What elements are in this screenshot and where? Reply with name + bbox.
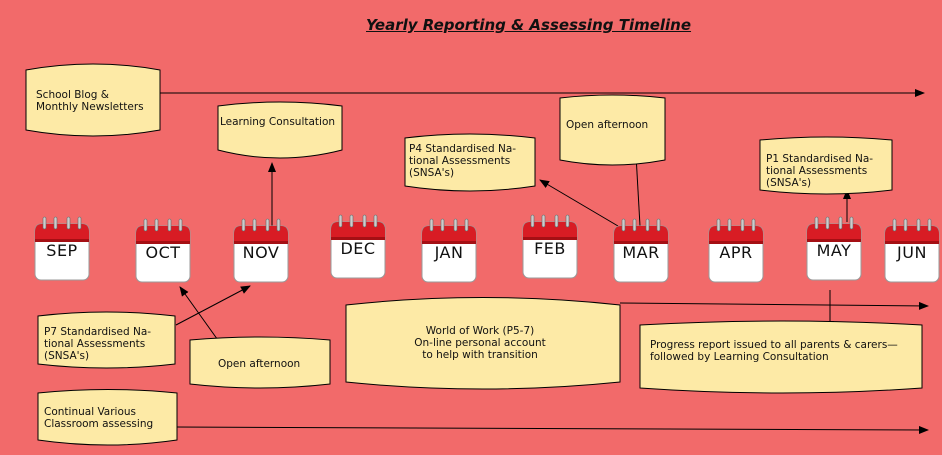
calendar-icon	[613, 218, 669, 283]
calendar-icon	[884, 218, 940, 283]
p4-note-shape	[404, 133, 536, 192]
calendar-month-label: MAY	[816, 241, 852, 260]
open-afternoon-oct-shape	[189, 336, 331, 389]
calendar-month-label: JAN	[434, 243, 464, 262]
classroom-note-shape	[37, 389, 178, 446]
open-afternoon-mar-note: Open afternoon	[566, 119, 649, 131]
mar-to-open-afternoon-arrow	[632, 154, 641, 227]
calendar-nov: NOV	[233, 218, 289, 283]
open-afternoon-mar-shape	[559, 94, 666, 166]
blog-note-shape	[25, 63, 161, 137]
calendar-apr: APR	[708, 218, 764, 283]
p7-note-shape	[37, 311, 176, 369]
p1-assessment-note: P1 Standardised Na- tional Assessments (…	[766, 153, 874, 189]
calendar-icon	[806, 216, 862, 281]
calendar-month-label: SEP	[46, 241, 78, 260]
calendar-dec: DEC	[330, 214, 386, 279]
calendar-month-label: MAR	[622, 243, 660, 262]
calendar-month-label: APR	[719, 243, 753, 262]
calendar-feb: FEB	[522, 214, 578, 279]
calendar-icon	[421, 218, 477, 283]
p1-note-shape	[759, 136, 893, 195]
calendar-month-label: FEB	[534, 239, 566, 258]
world-of-work-arrow	[619, 301, 929, 310]
classroom-arrow	[174, 425, 929, 434]
progress-report-note: Progress report issued to all parents & …	[650, 339, 898, 363]
calendar-month-label: JUN	[897, 243, 927, 262]
open-afternoon-to-oct-arrow	[179, 286, 221, 344]
progress-report-shape	[639, 320, 923, 394]
p4-assessment-note: P4 Standardised Na- tional Assessments (…	[409, 143, 517, 179]
calendar-icon	[708, 218, 764, 283]
calendar-jan: JAN	[421, 218, 477, 283]
calendar-month-label: DEC	[340, 239, 376, 258]
learning-consultation-note: Learning Consultation	[220, 116, 336, 128]
calendar-month-label: OCT	[145, 243, 181, 262]
calendar-month-label: NOV	[242, 243, 280, 262]
page-title: Yearly Reporting & Assessing Timeline	[366, 16, 692, 34]
classroom-assessing-note: Continual Various Classroom assessing	[44, 406, 154, 430]
calendar-jun: JUN	[884, 218, 940, 283]
open-afternoon-oct-note: Open afternoon	[218, 358, 301, 370]
blog-note: School Blog & Monthly Newsletters	[36, 89, 144, 113]
calendar-icon	[135, 218, 191, 283]
calendar-sep: SEP	[34, 216, 90, 281]
world-of-work-shape	[345, 297, 621, 390]
p7-assessment-note: P7 Standardised Na- tional Assessments (…	[44, 326, 152, 362]
calendar-icon	[522, 214, 578, 279]
mar-to-p4-arrow	[539, 179, 619, 227]
calendar-oct: OCT	[135, 218, 191, 283]
learning-note-shape	[217, 101, 343, 159]
p7-to-nov-arrow	[175, 285, 251, 326]
calendar-icon	[34, 216, 90, 281]
calendar-mar: MAR	[613, 218, 669, 283]
calendar-icon	[330, 214, 386, 279]
world-of-work-note: World of Work (P5-7) On-line personal ac…	[414, 325, 546, 361]
calendar-icon	[233, 218, 289, 283]
calendar-may: MAY	[806, 216, 862, 281]
